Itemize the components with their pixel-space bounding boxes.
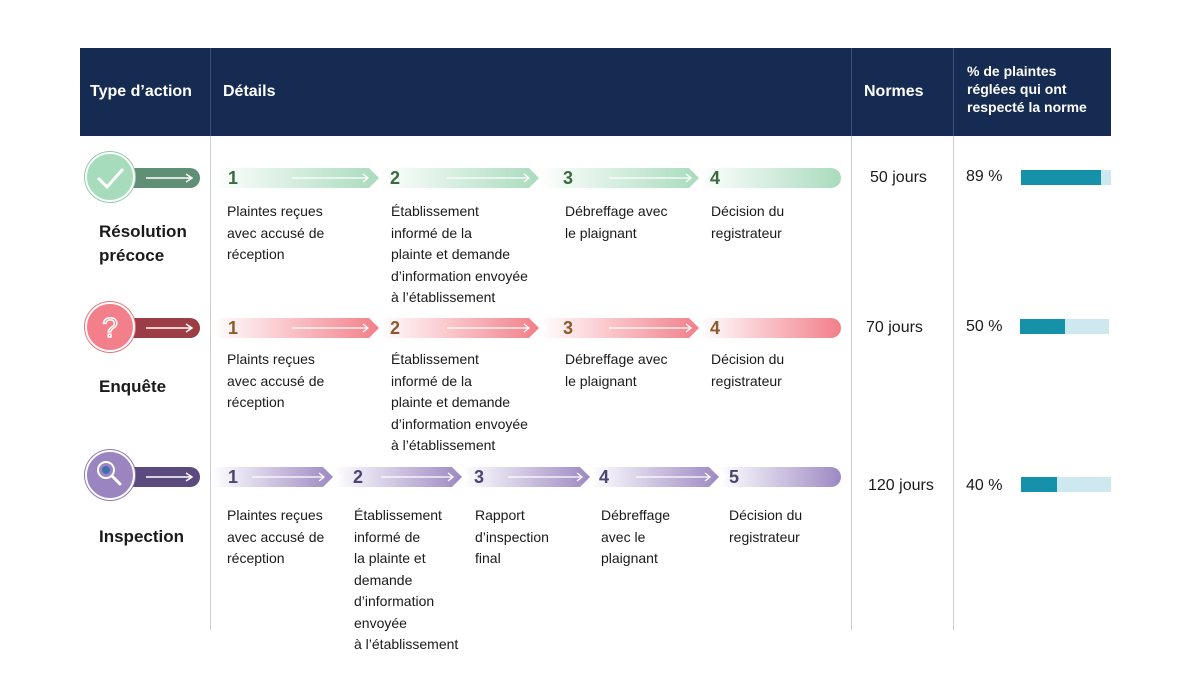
step-arrow <box>212 318 379 338</box>
row-stem <box>128 318 200 338</box>
step-number: 2 <box>390 318 401 338</box>
step-arrow <box>212 168 379 188</box>
step-arrow <box>539 318 699 338</box>
percent-value: 40 % <box>966 477 1003 494</box>
step-description: Établissement informé de la plainte et d… <box>354 507 459 652</box>
step-description: Plaintes reçues avec accusé de réception <box>227 203 325 262</box>
step-number: 3 <box>563 318 574 338</box>
row-stem <box>128 168 200 188</box>
step-number: 1 <box>228 467 239 487</box>
norm-value: 70 jours <box>866 319 923 336</box>
header-divider <box>953 48 954 136</box>
percent-value: 89 % <box>966 168 1003 185</box>
svg-text:?: ? <box>102 312 118 343</box>
step-number: 1 <box>228 318 239 338</box>
step-number: 3 <box>563 168 574 188</box>
step-description: Débreffage avec le plaignant <box>565 351 668 389</box>
percent-bar <box>1021 170 1111 185</box>
step-description: Décision du registrateur <box>729 507 803 545</box>
step-number: 4 <box>710 168 721 188</box>
column-divider <box>851 136 852 630</box>
step-description: Débreffage avec le plaignant <box>601 507 671 566</box>
percent-value: 50 % <box>966 318 1003 335</box>
step-arrow <box>333 467 462 487</box>
row-label: Enquête <box>99 377 167 396</box>
step-number: 4 <box>599 467 610 487</box>
step-arrow <box>379 318 539 338</box>
step-number: 2 <box>390 168 401 188</box>
row-stem <box>128 467 200 487</box>
step-arrow <box>539 168 699 188</box>
step-number: 2 <box>353 467 364 487</box>
step-arrow <box>719 467 841 487</box>
checkmark-icon <box>84 151 136 203</box>
step-description: Plaints reçues avec accusé de réception <box>227 351 325 410</box>
step-number: 4 <box>710 318 721 338</box>
header-details: Détails <box>223 83 276 100</box>
step-arrow <box>462 467 590 487</box>
step-description: Décision du registrateur <box>711 203 785 241</box>
row-label: Inspection <box>99 527 185 546</box>
step-description: Débreffage avec le plaignant <box>565 203 668 241</box>
header-divider <box>210 48 211 136</box>
step-description: Plaintes reçues avec accusé de réception <box>227 507 325 566</box>
percent-bar-fill <box>1021 170 1102 185</box>
header-divider <box>851 48 852 136</box>
step-arrow <box>590 467 719 487</box>
question-mark-icon: ? <box>84 301 136 353</box>
header-percent: % de plaintes réglées qui ont respecté l… <box>967 63 1087 115</box>
step-arrow <box>699 168 841 188</box>
row-label: Résolution précoce <box>99 222 187 265</box>
magnifier-icon <box>84 449 136 501</box>
step-arrow <box>379 168 539 188</box>
step-description: Établissement informé de la plainte et d… <box>391 351 528 453</box>
percent-bar-fill <box>1020 319 1065 334</box>
percent-bar <box>1021 477 1111 492</box>
step-number: 5 <box>729 467 740 487</box>
percent-bar-fill <box>1021 477 1057 492</box>
step-arrow <box>212 467 333 487</box>
step-number: 1 <box>228 168 239 188</box>
percent-bar <box>1020 319 1109 334</box>
table-header: Type d’action Détails Normes % de plaint… <box>80 48 1111 136</box>
step-description: Décision du registrateur <box>711 351 785 389</box>
column-divider <box>953 136 954 630</box>
step-description: Établissement informé de la plainte et d… <box>391 203 528 305</box>
step-arrow <box>699 318 841 338</box>
header-type-action: Type d’action <box>90 83 192 100</box>
norm-value: 50 jours <box>870 169 927 186</box>
step-number: 3 <box>474 467 485 487</box>
column-divider <box>210 136 211 630</box>
step-description: Rapport d’inspection final <box>475 507 549 566</box>
norm-value: 120 jours <box>868 477 934 494</box>
header-normes: Normes <box>864 83 924 100</box>
